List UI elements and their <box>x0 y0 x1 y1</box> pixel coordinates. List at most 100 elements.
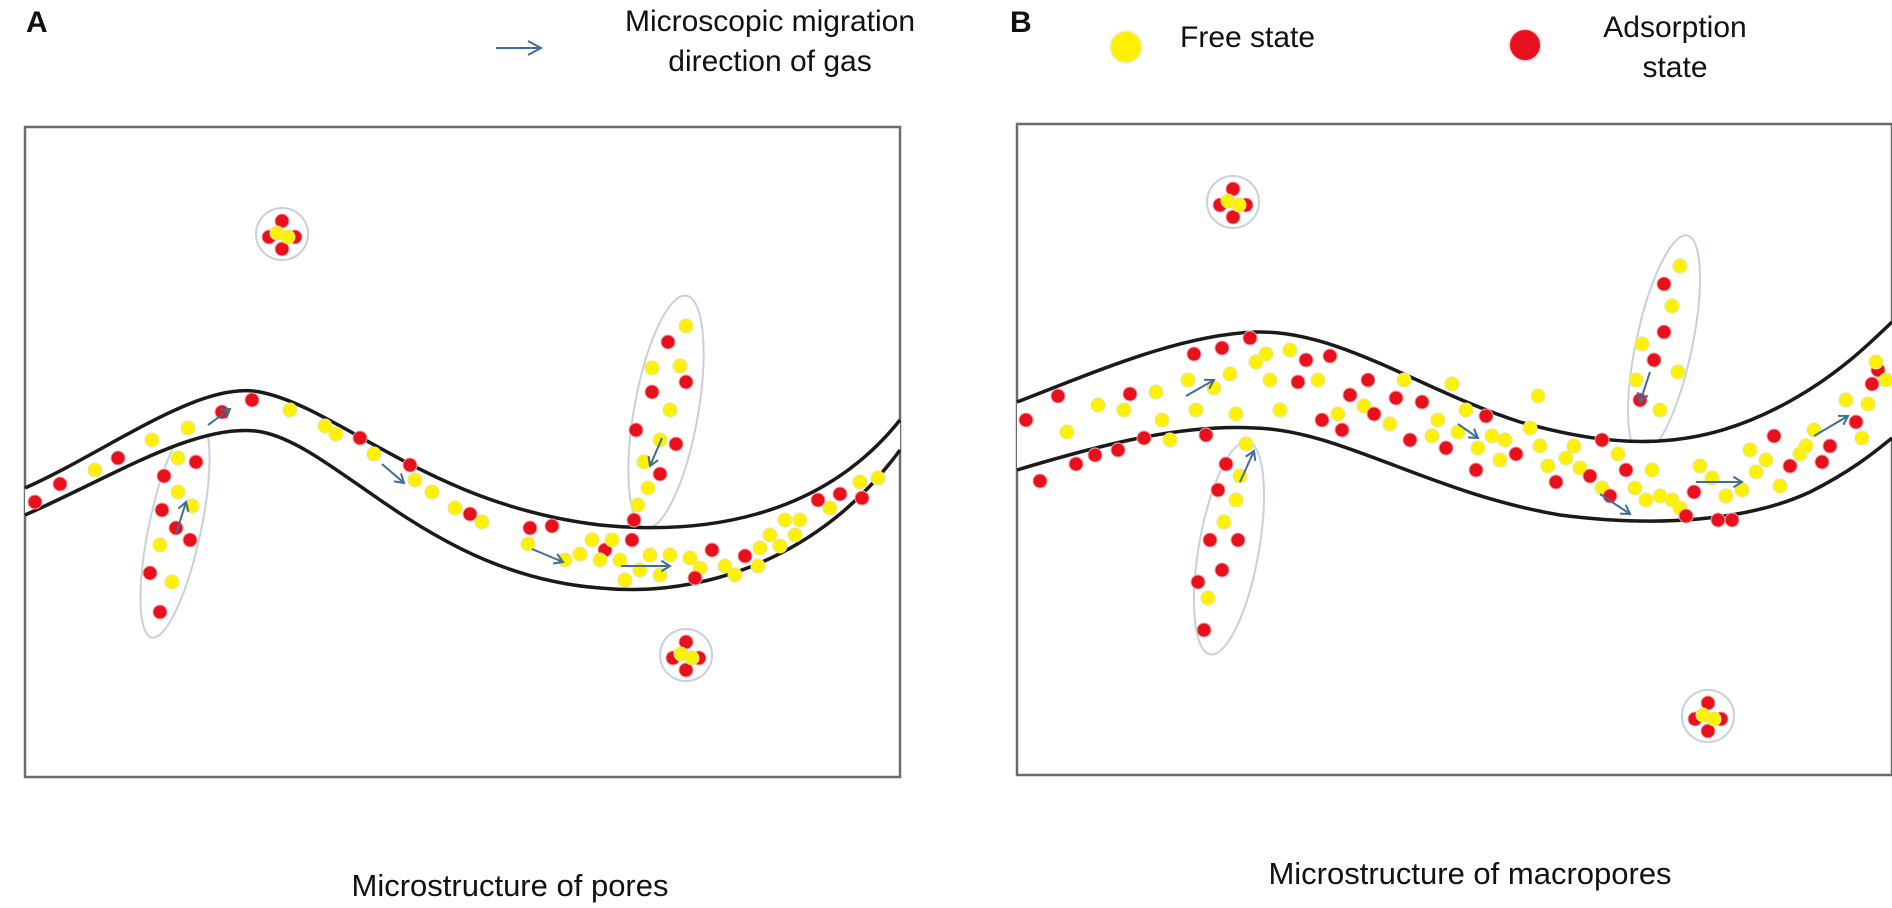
free-particle <box>1382 416 1398 432</box>
free-particle <box>642 547 658 563</box>
migration-arrow-icon <box>1813 415 1849 437</box>
adsorption-particle <box>1314 412 1330 428</box>
free-particle <box>1228 492 1244 508</box>
free-particle <box>1664 298 1680 314</box>
migration-arrow-head-icon <box>1245 449 1257 462</box>
adsorption-particle <box>110 450 126 466</box>
adsorption-particle <box>1322 348 1338 364</box>
adsorption-particle <box>154 502 170 518</box>
adsorption-particle <box>1618 462 1634 478</box>
adsorption-particle <box>1050 388 1066 404</box>
adsorption-particle <box>1186 346 1202 362</box>
free-particle <box>1878 372 1892 388</box>
free-particle <box>328 426 344 442</box>
adsorption-particle <box>1414 394 1430 410</box>
free-particle <box>630 497 646 513</box>
adsorption-particle <box>1438 440 1454 456</box>
free-particle <box>1424 428 1440 444</box>
migration-arrow-icon <box>1639 371 1651 403</box>
adsorption-particle <box>644 384 660 400</box>
channel-wall-top <box>1016 320 1892 444</box>
free-particle <box>1200 590 1216 606</box>
adsorption-particle <box>1190 574 1206 590</box>
free-particle <box>520 536 536 552</box>
free-particle <box>652 432 668 448</box>
migration-arrow-icon <box>1599 493 1631 515</box>
adsorption-particle <box>522 520 538 536</box>
adsorption-particle <box>628 422 644 438</box>
adsorption-particle <box>660 334 676 350</box>
free-particle <box>1430 412 1446 428</box>
adsorption-particle <box>1202 532 1218 548</box>
panel-a-letter: A <box>26 6 48 39</box>
adsorption-particle <box>1822 438 1838 454</box>
free-particle <box>572 546 588 562</box>
free-particle <box>870 470 886 486</box>
free-particle <box>750 558 766 574</box>
adsorption-particle <box>1700 723 1716 739</box>
free-particle <box>1258 346 1274 362</box>
free-particle <box>1148 384 1164 400</box>
migration-arrow-head-icon <box>219 407 232 419</box>
free-particle <box>1484 428 1500 444</box>
free-particle <box>682 550 698 566</box>
migration-arrow-icon <box>381 463 405 484</box>
adsorption-particle <box>687 570 703 586</box>
migration-arrow-icon <box>1457 423 1479 439</box>
adsorption-particle <box>1122 386 1138 402</box>
free-particle <box>1282 342 1298 358</box>
adsorption-particle <box>652 466 668 482</box>
migration-arrow-icon <box>1239 450 1255 483</box>
free-particle <box>1310 372 1326 388</box>
panel-a-caption: Microstructure of pores <box>351 868 669 903</box>
free-particle <box>1718 488 1734 504</box>
adsorption-particle <box>156 468 172 484</box>
free-particle <box>317 418 333 434</box>
free-particle <box>282 402 298 418</box>
free-particle <box>1116 402 1132 418</box>
free-particle <box>1470 440 1486 456</box>
free-particle <box>1497 432 1513 448</box>
free-particle <box>727 567 743 583</box>
free-particle <box>1228 406 1244 422</box>
adsorption-particle <box>1388 390 1404 406</box>
free-particle <box>1530 388 1546 404</box>
free-particle <box>1356 398 1372 414</box>
adsorption-particle <box>188 454 204 470</box>
free-particle <box>1798 438 1814 454</box>
adsorption-particle <box>1646 352 1662 368</box>
migration-arrow-icon <box>175 501 187 535</box>
legend-arrow-label: Microscopic migration direction of gas <box>624 5 916 78</box>
adsorption-particle <box>1198 427 1214 443</box>
adsorption-particle <box>810 492 826 508</box>
migration-arrow-icon <box>207 408 231 426</box>
migration-arrow-head-icon <box>647 455 659 468</box>
migration-arrow-head-icon <box>552 553 565 565</box>
adsorption-particle <box>27 494 43 510</box>
free-particle <box>180 420 196 436</box>
free-particle <box>787 527 803 543</box>
legend-free-label: Free state <box>1180 21 1316 54</box>
legend-adsorption-label: Adsorption state <box>1603 11 1747 84</box>
free-particle <box>87 462 103 478</box>
free-particle <box>1231 197 1247 213</box>
free-particle <box>644 360 660 376</box>
free-particle <box>772 538 788 554</box>
adsorption-particle <box>1548 474 1564 490</box>
free-particle <box>1458 402 1474 418</box>
free-particle <box>684 650 700 666</box>
adsorption-particle <box>152 604 168 620</box>
adsorption-particle <box>1136 430 1152 446</box>
adsorption-particle <box>1782 458 1798 474</box>
free-particle <box>170 450 186 466</box>
free-particle <box>662 402 678 418</box>
adsorption-particle <box>274 241 290 257</box>
migration-arrow-head-icon <box>1467 428 1480 440</box>
free-particle <box>762 527 778 543</box>
free-particle <box>152 537 168 553</box>
free-particle <box>1638 492 1654 508</box>
adsorption-particle <box>668 436 684 452</box>
fracture-branch <box>1627 234 1701 456</box>
free-particle <box>1154 412 1170 428</box>
